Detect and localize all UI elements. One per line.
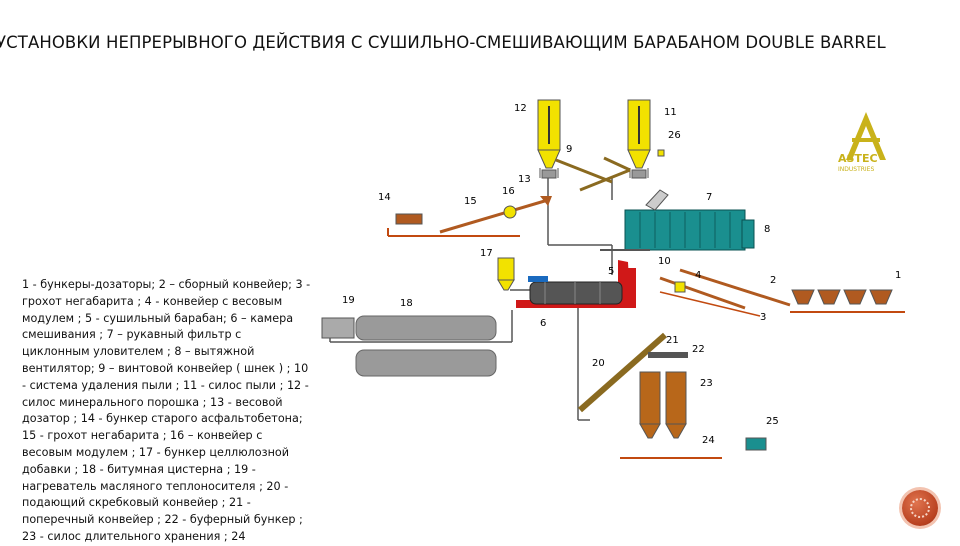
callout-12: 12: [514, 103, 527, 114]
collector-conveyor-2: [679, 268, 791, 307]
callout-3: 3: [760, 312, 766, 323]
astec-logo: ASTEC INDUSTRIES: [838, 112, 886, 173]
callout-15: 15: [464, 196, 477, 207]
callout-16: 16: [502, 186, 515, 197]
callout-9: 9: [566, 144, 572, 155]
callout-10: 10: [658, 256, 671, 267]
legend-text: 1 - бункеры-дозаторы; 2 – сборный конвей…: [22, 278, 311, 543]
callout-22: 22: [692, 344, 705, 355]
screw-conveyors: [555, 156, 631, 192]
callout-17: 17: [480, 248, 493, 259]
callout-13: 13: [518, 174, 531, 185]
dryer-drum-5: [528, 276, 623, 305]
baghouse-7: [600, 189, 755, 251]
heater-19: [321, 317, 355, 339]
callout-24: 24: [702, 435, 715, 446]
bitumen-tanks-18: [355, 315, 497, 377]
callout-11: 11: [664, 107, 677, 118]
silo-11: [627, 99, 665, 179]
svg-text:ASTEC: ASTEC: [838, 152, 878, 165]
callout-14: 14: [378, 192, 391, 203]
scraper-conveyor-20: [578, 332, 667, 413]
callout-20: 20: [592, 358, 605, 369]
next-slide-icon[interactable]: [902, 490, 938, 526]
swirl-icon: [910, 498, 930, 518]
callout-6: 6: [540, 318, 546, 329]
callout-8: 8: [764, 224, 770, 235]
callout-2: 2: [770, 275, 776, 286]
callout-19: 19: [342, 295, 355, 306]
cold-feed-bins-1: [790, 289, 905, 313]
item-25: [745, 437, 767, 451]
conveyor-4: [659, 276, 746, 310]
callout-4: 4: [695, 270, 701, 281]
callout-7: 7: [706, 192, 712, 203]
rap-feed-14-15: [387, 213, 520, 237]
svg-text:INDUSTRIES: INDUSTRIES: [838, 166, 874, 173]
callout-23: 23: [700, 378, 713, 389]
slide-title: УСТАНОВКИ НЕПРЕРЫВНОГО ДЕЙСТВИЯ С СУШИЛЬ…: [0, 33, 886, 52]
callout-18: 18: [400, 298, 413, 309]
storage-silos-23: [620, 371, 722, 459]
bin-17: [497, 257, 515, 291]
silo-12: [537, 99, 561, 179]
callout-25: 25: [766, 416, 779, 427]
cross-conveyor-21: [648, 352, 688, 358]
conveyor-16: [439, 198, 549, 234]
callout-5: 5: [608, 266, 614, 277]
callout-26: 26: [668, 130, 681, 141]
callout-labels: 1 2 3 4 5 6 7 8 9 10 11 12 13 14 15 16 1…: [342, 103, 901, 446]
callout-1: 1: [895, 270, 901, 281]
callout-21: 21: [666, 335, 679, 346]
